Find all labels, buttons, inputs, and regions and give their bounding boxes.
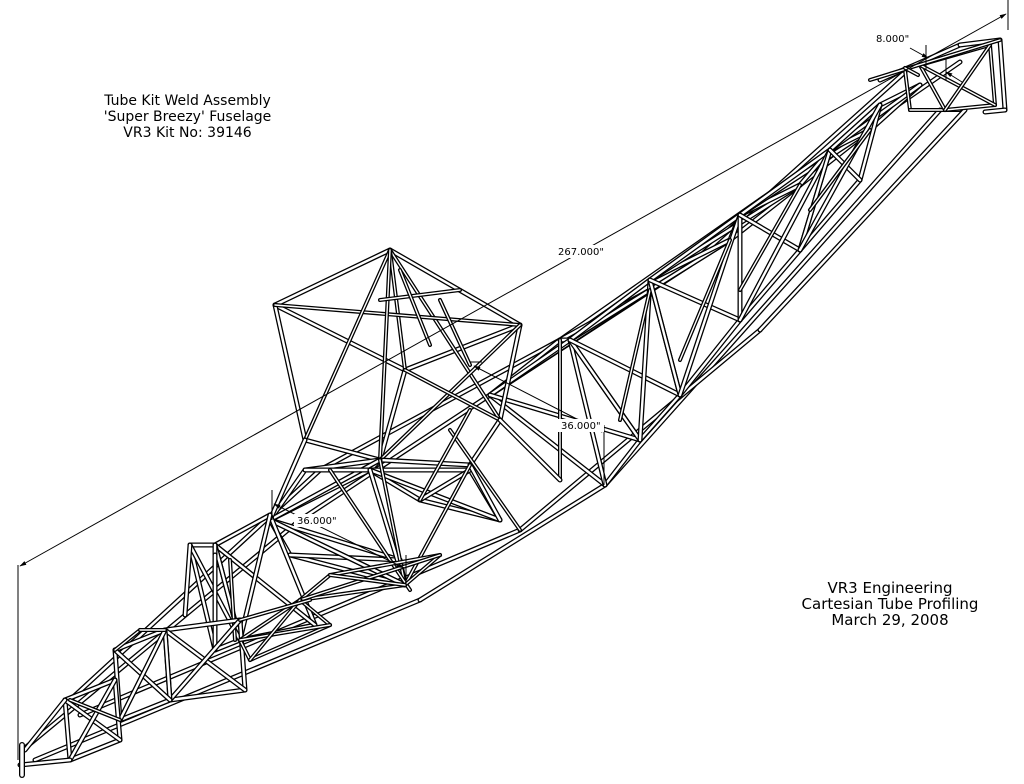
- tube-core: [273, 303, 307, 442]
- tube-core: [388, 248, 522, 327]
- company-line-1: VR3 Engineering: [827, 579, 953, 597]
- cage-depth-text: 36.000": [561, 421, 601, 432]
- company-line-3: March 29, 2008: [831, 611, 949, 629]
- tube-core: [113, 678, 122, 742]
- tail-width-dimension: [909, 45, 963, 83]
- tube-core: [239, 639, 251, 661]
- tube-core: [168, 618, 242, 702]
- tube-core: [738, 148, 832, 322]
- tube-core: [118, 628, 167, 722]
- tube-core: [389, 249, 501, 421]
- tube-core: [163, 618, 242, 632]
- tube-core: [163, 628, 172, 702]
- tube-frame: [17, 37, 1008, 778]
- tube-core: [678, 318, 742, 397]
- overall-length-dimension: [17, 0, 1009, 760]
- tube-core: [168, 688, 247, 702]
- tube-core: [118, 698, 172, 722]
- tube-core: [63, 698, 72, 762]
- tube-core: [68, 738, 122, 762]
- tube-core: [238, 618, 247, 692]
- tube-core: [114, 629, 141, 651]
- tube-core: [648, 278, 742, 322]
- tube-core: [304, 249, 391, 441]
- tube-core: [113, 628, 167, 652]
- tube-core: [18, 758, 72, 767]
- company-block: VR3 Engineering Cartesian Tube Profiling…: [780, 580, 1000, 628]
- cabin-width-label: 36.000": [294, 514, 340, 527]
- overall-length-label: 267.000": [555, 245, 607, 258]
- tube-core: [648, 278, 682, 397]
- tube-core: [299, 599, 331, 626]
- cabin-width-text: 36.000": [297, 516, 337, 527]
- tube-core: [239, 624, 331, 641]
- tube-core: [299, 574, 331, 601]
- title-line-3: VR3 Kit No: 39146: [123, 125, 252, 141]
- tube-core: [568, 278, 652, 342]
- tube-core: [63, 678, 117, 702]
- tube-core: [249, 624, 331, 661]
- overall-length-text: 267.000": [558, 247, 604, 258]
- tube-core: [249, 599, 301, 661]
- tube-core: [239, 599, 311, 621]
- tube-core: [273, 248, 392, 307]
- tube-core: [23, 698, 67, 752]
- company-line-2: Cartesian Tube Profiling: [801, 595, 979, 613]
- cage-depth-label: 36.000": [558, 419, 604, 432]
- tube-core: [188, 543, 217, 652]
- tube-core: [468, 418, 502, 467]
- tube-core: [738, 148, 832, 217]
- tube-core: [299, 584, 406, 601]
- tube-core: [69, 699, 121, 721]
- title-block: Tube Kit Weld Assembly 'Super Breezy' Fu…: [80, 93, 295, 141]
- title-line-2: 'Super Breezy' Fuselage: [103, 109, 272, 125]
- tube-core: [329, 574, 406, 586]
- title-line-1: Tube Kit Weld Assembly: [104, 93, 271, 109]
- tube-core: [68, 678, 117, 762]
- tube-core: [638, 393, 682, 442]
- tail-width-text: 8.000": [876, 34, 909, 45]
